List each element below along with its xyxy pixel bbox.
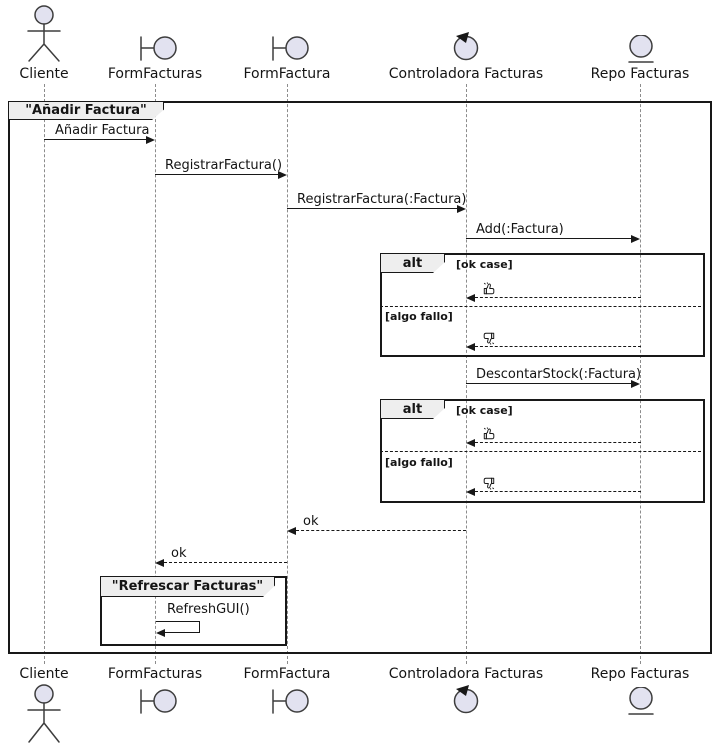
arrowhead xyxy=(278,171,287,179)
arrowhead xyxy=(156,629,165,637)
lifeline-formfacturas xyxy=(155,84,156,664)
message-label: ok xyxy=(303,514,319,529)
alt-guard-ok: [ok case] xyxy=(456,404,513,417)
participant-label: Cliente xyxy=(19,66,69,82)
participant-label: FormFacturas xyxy=(107,666,203,682)
message-label: ok xyxy=(171,546,187,561)
boundary-icon xyxy=(138,35,178,66)
participant-label: Repo Facturas xyxy=(590,66,690,82)
return-line xyxy=(164,562,287,563)
alt-guard-fail: [algo fallo] xyxy=(385,456,453,469)
frame-anadir-factura-title: "Añadir Factura" xyxy=(8,101,164,120)
participant-label: FormFacturas xyxy=(107,66,203,82)
self-message-line xyxy=(156,621,200,622)
actor-icon xyxy=(24,682,64,748)
arrowhead xyxy=(631,235,640,243)
message-label: RegistrarFactura() xyxy=(165,158,283,173)
message-line xyxy=(155,174,279,175)
participant-label: Controladora Facturas xyxy=(388,66,544,82)
actor-icon xyxy=(24,4,64,68)
alt-divider xyxy=(380,306,701,307)
return-line xyxy=(475,297,641,298)
thumbs-down-icon xyxy=(482,331,496,345)
control-icon xyxy=(452,684,480,718)
alt-guard-fail: [algo fallo] xyxy=(385,310,453,323)
arrowhead xyxy=(466,488,475,496)
self-message-line xyxy=(199,621,200,633)
arrowhead xyxy=(287,527,296,535)
arrowhead xyxy=(146,136,155,144)
alt-divider xyxy=(380,451,701,452)
message-line xyxy=(466,238,632,239)
return-line xyxy=(475,346,641,347)
participant-label: Controladora Facturas xyxy=(388,666,544,682)
message-label: Add(:Factura) xyxy=(476,222,564,237)
lifeline-controladora xyxy=(466,84,467,664)
boundary-icon xyxy=(270,35,310,66)
thumbs-down-icon xyxy=(482,476,496,490)
thumbs-up-icon xyxy=(482,282,496,296)
arrowhead xyxy=(631,380,640,388)
return-line xyxy=(475,491,641,492)
arrowhead xyxy=(466,439,475,447)
frame-anadir-factura xyxy=(8,101,712,654)
boundary-icon xyxy=(138,688,178,719)
return-line xyxy=(296,530,466,531)
entity-icon xyxy=(628,34,654,69)
message-line xyxy=(466,383,632,384)
participant-label: FormFactura xyxy=(243,666,331,682)
message-label: DescontarStock(:Factura) xyxy=(476,367,642,382)
boundary-icon xyxy=(270,688,310,719)
thumbs-up-icon xyxy=(482,427,496,441)
message-line xyxy=(44,139,147,140)
alt-frame-1 xyxy=(380,253,705,357)
lifeline-formfactura xyxy=(287,84,288,664)
alt-guard-ok: [ok case] xyxy=(456,258,513,271)
return-line xyxy=(475,442,641,443)
entity-icon xyxy=(628,686,654,721)
message-line xyxy=(287,208,458,209)
arrowhead xyxy=(466,343,475,351)
lifeline-repo xyxy=(640,84,641,664)
participant-label: Repo Facturas xyxy=(590,666,690,682)
control-icon xyxy=(452,31,480,65)
self-message-line xyxy=(165,632,200,633)
participant-label: Cliente xyxy=(19,666,69,682)
arrowhead xyxy=(466,294,475,302)
message-label: RegistrarFactura(:Factura) xyxy=(297,192,467,207)
message-label: Añadir Factura xyxy=(55,123,150,138)
frame-refrescar-facturas-title: "Refrescar Facturas" xyxy=(100,576,275,597)
message-label: RefreshGUI() xyxy=(167,602,250,617)
alt-operator: alt xyxy=(380,253,445,273)
arrowhead xyxy=(155,559,164,567)
lifeline-cliente xyxy=(44,84,45,664)
arrowhead xyxy=(457,205,466,213)
alt-operator: alt xyxy=(380,399,445,419)
participant-label: FormFactura xyxy=(243,66,331,82)
